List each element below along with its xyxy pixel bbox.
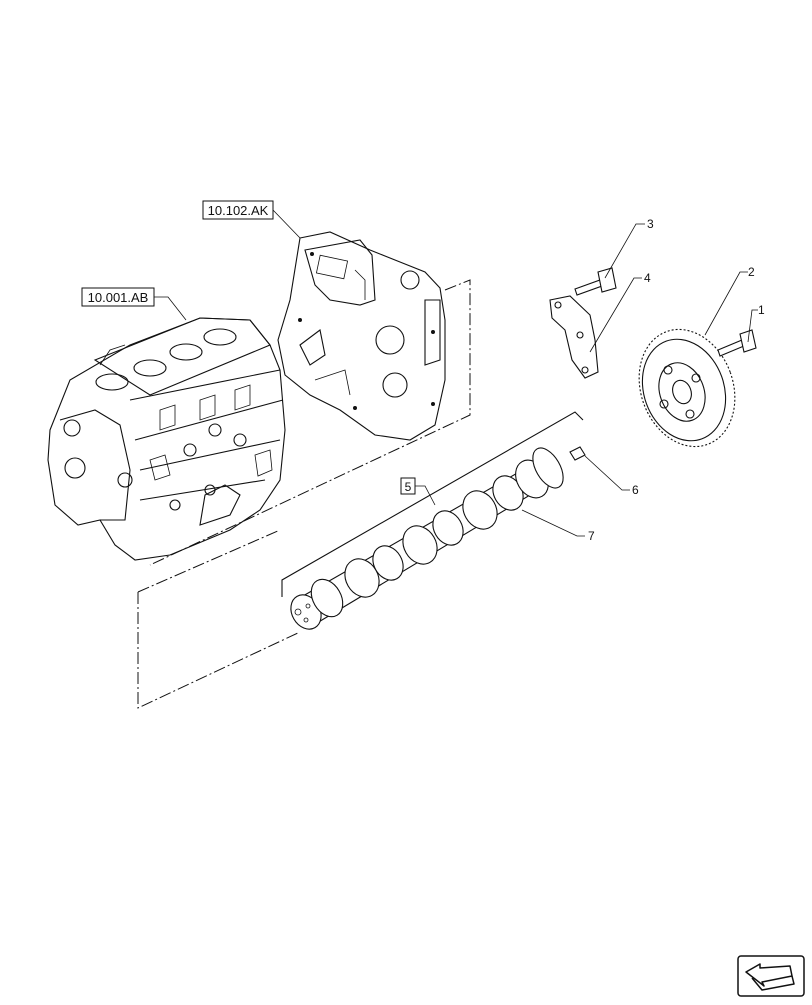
engine-block-illustration [47, 317, 286, 561]
callout-5[interactable]: 5 [400, 477, 436, 506]
svg-text:5: 5 [405, 480, 412, 494]
callout-3[interactable]: 3 [604, 217, 654, 279]
svg-text:10.001.AB: 10.001.AB [88, 290, 149, 305]
assembly-guide-lines [137, 279, 471, 709]
ref-label-engine-block[interactable]: 10.001.AB [81, 287, 187, 321]
svg-text:2: 2 [748, 265, 755, 279]
svg-text:1: 1 [758, 303, 765, 317]
bolt-3-illustration [574, 267, 617, 296]
callout-4[interactable]: 4 [589, 271, 651, 353]
callout-7[interactable]: 7 [521, 509, 595, 543]
camshaft-illustration [290, 447, 564, 630]
cam-gear-illustration [638, 328, 736, 448]
camshaft-group-bracket [281, 411, 584, 597]
dowel-pin-illustration [569, 446, 586, 461]
svg-text:7: 7 [588, 529, 595, 543]
bracket-illustration [549, 295, 599, 379]
svg-text:10.102.AK: 10.102.AK [208, 203, 269, 218]
svg-text:4: 4 [644, 271, 651, 285]
next-page-arrow-icon[interactable] [737, 955, 805, 997]
svg-text:6: 6 [632, 483, 639, 497]
callout-1[interactable]: 1 [747, 303, 765, 343]
callout-2[interactable]: 2 [704, 265, 755, 336]
callout-6[interactable]: 6 [584, 455, 639, 497]
ref-label-front-cover[interactable]: 10.102.AK [202, 200, 301, 239]
svg-text:3: 3 [647, 217, 654, 231]
front-cover-illustration [277, 231, 446, 441]
bolt-1-illustration [717, 329, 757, 357]
